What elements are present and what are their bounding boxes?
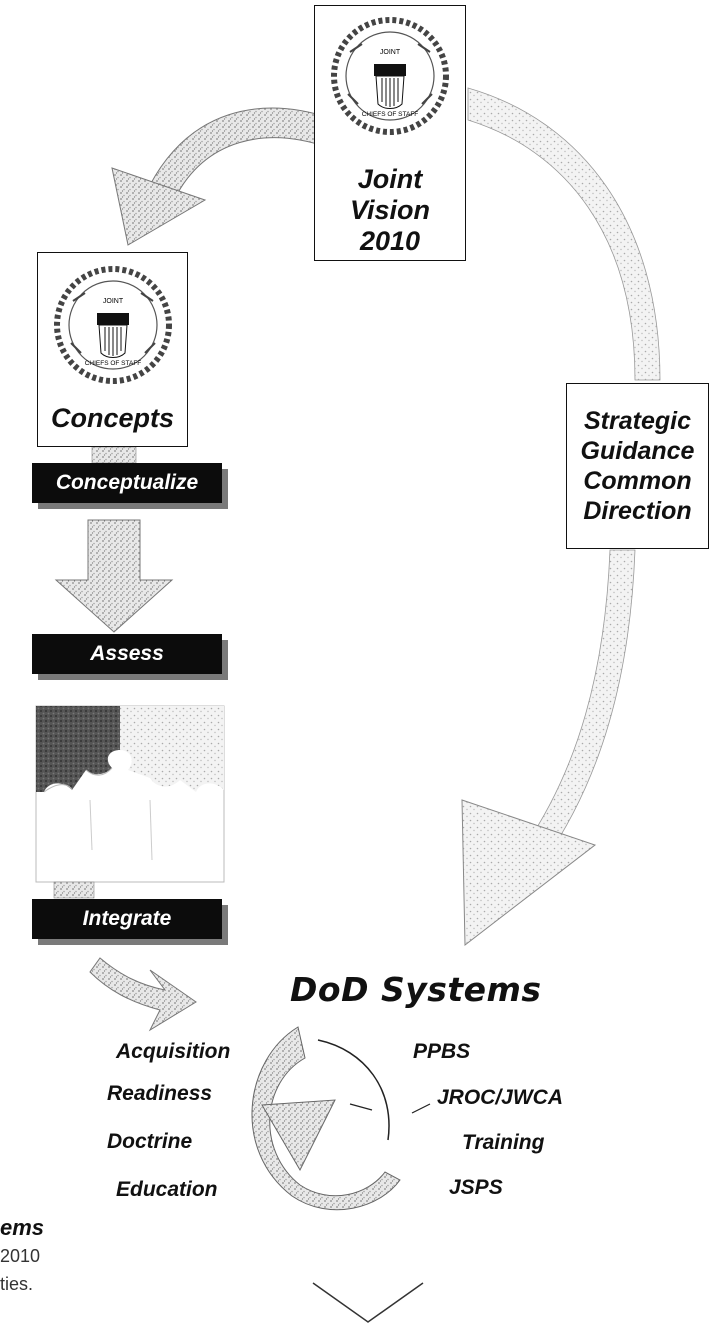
stage-conceptualize: Conceptualize <box>32 463 228 509</box>
joint-vision-line-1: Joint <box>357 164 423 194</box>
connector-puzzle <box>53 881 95 899</box>
cycle-tick-1 <box>349 1103 373 1111</box>
caption-heading: ems <box>0 1215 45 1240</box>
cycle-arc-right <box>317 1039 390 1141</box>
concepts-label: Concepts <box>50 403 175 433</box>
guidance-line-4: Direction <box>583 497 692 525</box>
stage-assess: Assess <box>32 634 228 680</box>
caption-line-1: 2010 <box>0 1246 41 1266</box>
arrow-vision-to-concepts <box>149 107 331 199</box>
cropped-caption: ems 2010 ties. <box>0 1214 44 1298</box>
guidance-line-2: Guidance <box>580 437 695 465</box>
connector-concepts <box>91 446 137 464</box>
cycle-tick-2 <box>411 1103 431 1114</box>
strategic-guidance-box: Strategic Guidance Common Direction <box>566 383 709 549</box>
stage-integrate-label: Integrate <box>32 899 222 939</box>
jcs-seal-icon: JOINT CHIEFS OF STAFF <box>331 17 449 135</box>
stage-conceptualize-label: Conceptualize <box>32 463 222 503</box>
concepts-box: JOINT CHIEFS OF STAFF Concepts <box>37 252 188 447</box>
item-doctrine: Doctrine <box>107 1130 193 1153</box>
joint-vision-line-3: 2010 <box>359 226 421 256</box>
dod-systems-title: DoD Systems <box>290 970 542 1009</box>
cycle-arrow-head <box>261 1099 336 1172</box>
cycle-arrow-left <box>251 1026 401 1211</box>
puzzle-image <box>35 705 225 883</box>
arrow-vision-to-guidance <box>467 87 661 381</box>
arrow-integrate-to-dod <box>89 957 197 1032</box>
item-training: Training <box>462 1131 545 1154</box>
seal-bottom-text: CHIEFS OF STAFF <box>362 111 419 118</box>
item-ppbs: PPBS <box>413 1040 471 1063</box>
seal-top-text-2: JOINT <box>103 298 124 305</box>
item-education: Education <box>116 1178 218 1201</box>
seal-top-text: JOINT <box>380 49 401 56</box>
item-jsps: JSPS <box>449 1176 503 1199</box>
item-jroc-jwca: JROC/JWCA <box>437 1086 564 1109</box>
arrow-guidance-to-dod <box>524 549 636 861</box>
guidance-line-1: Strategic <box>584 407 691 435</box>
arrow-guidance-to-dod-head <box>461 799 597 946</box>
arrow-vision-to-concepts-head <box>111 167 207 246</box>
stage-integrate: Integrate <box>32 899 228 945</box>
joint-vision-line-2: Vision <box>349 195 430 225</box>
joint-vision-box: JOINT CHIEFS OF STAFF Joint Vision 2010 <box>314 5 466 261</box>
seal-bottom-text-2: CHIEFS OF STAFF <box>85 360 142 367</box>
item-readiness: Readiness <box>107 1082 213 1105</box>
item-acquisition: Acquisition <box>116 1040 231 1063</box>
caption-line-2: ties. <box>0 1274 34 1294</box>
arrow-conceptualize-to-assess <box>54 519 174 633</box>
bottom-chevron <box>312 1282 424 1323</box>
guidance-line-3: Common <box>583 467 692 495</box>
stage-assess-label: Assess <box>32 634 222 674</box>
jcs-seal-icon-2: JOINT CHIEFS OF STAFF <box>54 266 172 384</box>
